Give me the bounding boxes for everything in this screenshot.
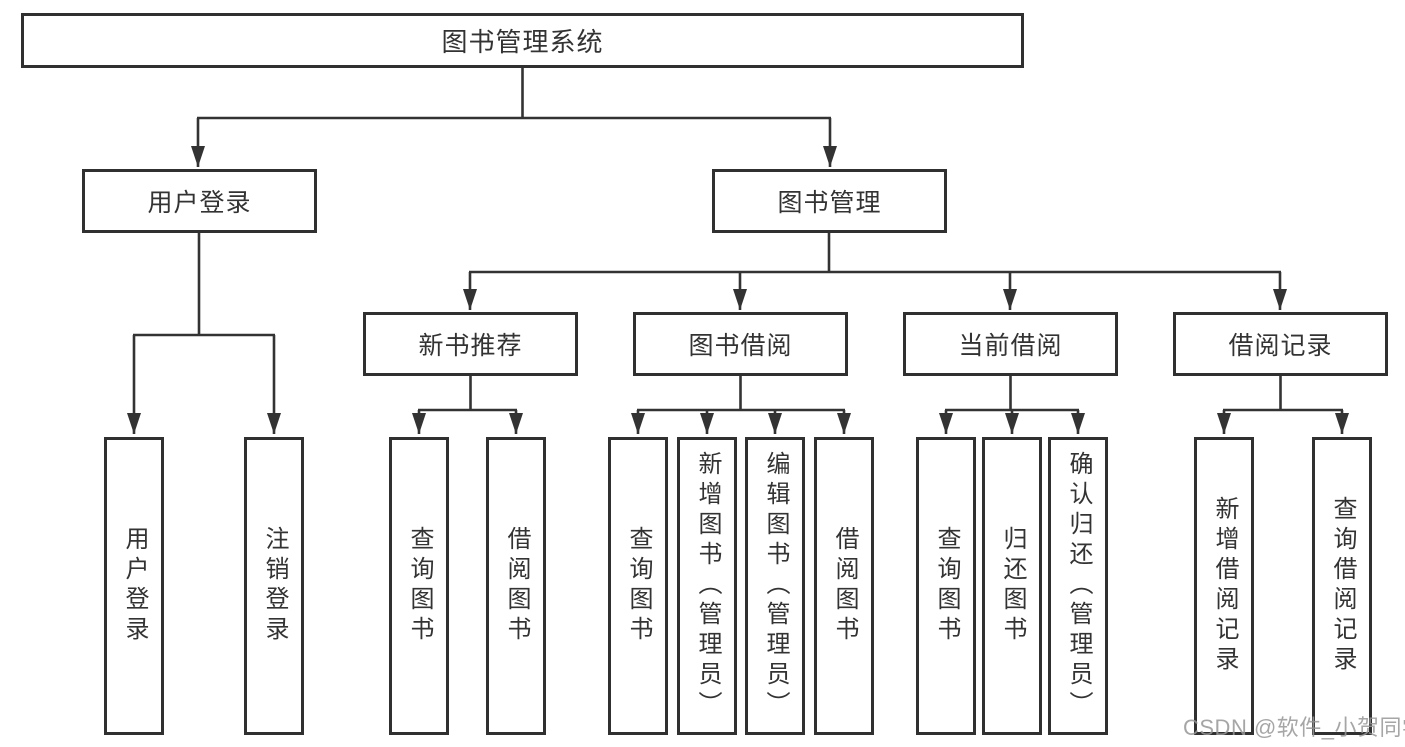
leaf-label: 确认归还（管理员）: [1065, 451, 1092, 721]
node-leaf-query-borrow-record: 查询借阅记录: [1312, 437, 1372, 735]
node-leaf-edit-book-admin: 编辑图书（管理员）: [745, 437, 805, 735]
node-leaf-logout: 注销登录: [244, 437, 304, 735]
node-leaf-query-books-borrow: 查询图书: [608, 437, 668, 735]
leaf-label: 查询图书: [933, 526, 960, 646]
leaf-label: 用户登录: [121, 526, 148, 646]
leaf-label: 归还图书: [999, 526, 1026, 646]
csdn-watermark: CSDN @软件_小贺同学: [1183, 715, 1405, 740]
node-leaf-return-book: 归还图书: [982, 437, 1042, 735]
node-leaf-add-borrow-record: 新增借阅记录: [1194, 437, 1254, 735]
node-leaf-borrow-books-recommend: 借阅图书: [486, 437, 546, 735]
leaf-label: 借阅图书: [503, 526, 530, 646]
node-system-root: 图书管理系统: [21, 13, 1024, 68]
leaf-label: 新增借阅记录: [1211, 496, 1238, 676]
leaf-label: 编辑图书（管理员）: [762, 451, 789, 721]
leaf-label: 新增图书（管理员）: [694, 451, 721, 721]
node-leaf-query-books-current: 查询图书: [916, 437, 976, 735]
leaf-label: 查询图书: [406, 526, 433, 646]
node-book-management-branch: 图书管理: [712, 169, 947, 233]
leaf-label: 借阅图书: [831, 526, 858, 646]
node-borrowing-records: 借阅记录: [1173, 312, 1388, 376]
node-leaf-borrow-books: 借阅图书: [814, 437, 874, 735]
node-book-borrowing: 图书借阅: [633, 312, 848, 376]
node-leaf-user-login: 用户登录: [104, 437, 164, 735]
node-new-book-recommend: 新书推荐: [363, 312, 578, 376]
leaf-label: 注销登录: [261, 526, 288, 646]
node-user-login-branch: 用户登录: [82, 169, 317, 233]
node-leaf-confirm-return-admin: 确认归还（管理员）: [1048, 437, 1108, 735]
leaf-label: 查询图书: [625, 526, 652, 646]
node-leaf-add-book-admin: 新增图书（管理员）: [677, 437, 737, 735]
node-current-borrowing: 当前借阅: [903, 312, 1118, 376]
leaf-label: 查询借阅记录: [1329, 496, 1356, 676]
node-leaf-query-books-recommend: 查询图书: [389, 437, 449, 735]
